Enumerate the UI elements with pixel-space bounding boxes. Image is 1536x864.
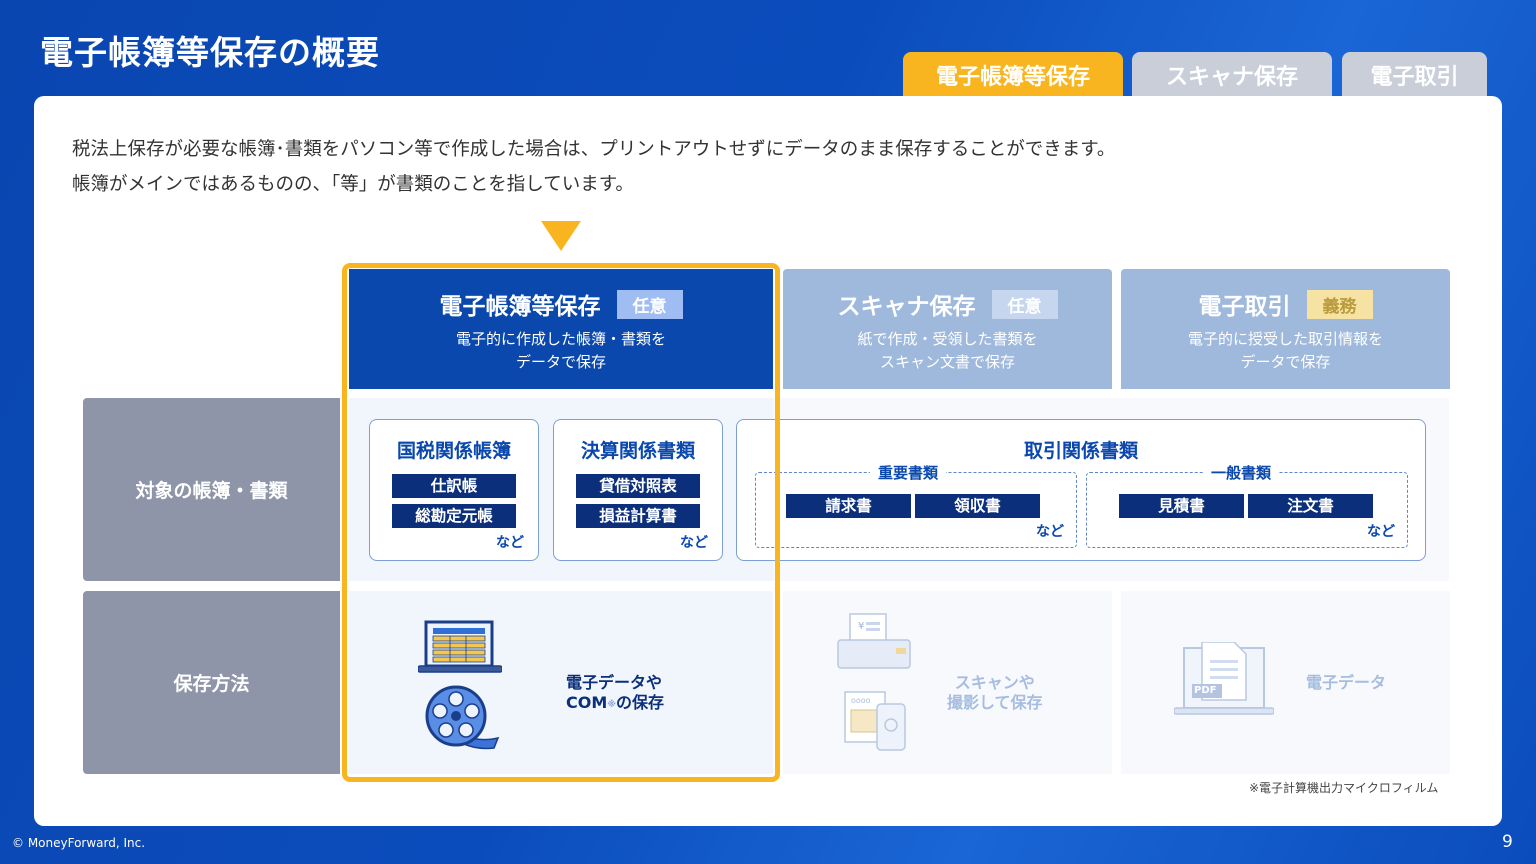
tab-scanner-storage[interactable]: スキャナ保存: [1132, 52, 1332, 98]
column-desc-line-2: データで保存: [1240, 353, 1331, 371]
page-number: 9: [1502, 832, 1513, 852]
row-label-target-documents: 対象の帳簿・書類: [83, 398, 340, 581]
etc-label: など: [680, 535, 708, 551]
footnote-mark: ※: [607, 700, 617, 710]
etc-label: など: [1036, 524, 1064, 540]
doc-group-title: 取引関係書類: [1023, 440, 1138, 462]
doc-pill: 請求書: [786, 494, 911, 518]
general-docs-group: 一般書類 見積書 注文書 など: [1086, 462, 1408, 548]
column-header-electronic-books: 電子帳簿等保存 任意 電子的に作成した帳簿・書類を データで保存: [349, 269, 773, 389]
doc-group-title: 国税関係帳簿: [396, 440, 511, 462]
method-electronic-text: 電子データや COM※の保存: [566, 673, 664, 715]
doc-group-title: 決算関係書類: [580, 440, 695, 462]
doc-group-financial-statements: 決算関係書類 貸借対照表 損益計算書 など: [553, 419, 723, 561]
intro-line-2: 帳簿がメインではあるものの、「等」が書類のことを指しています。: [72, 174, 634, 195]
down-arrow-icon: [541, 221, 581, 251]
svg-text:oooo: oooo: [851, 696, 871, 705]
selected-column-highlight: [342, 263, 780, 782]
page-title: 電子帳簿等保存の概要: [40, 33, 380, 72]
tab-electronic-transaction[interactable]: 電子取引: [1342, 52, 1487, 98]
method-line-1: 電子データや: [566, 673, 663, 692]
doc-pill: 領収書: [915, 494, 1040, 518]
doc-pill: 見積書: [1119, 494, 1244, 518]
pdf-label: PDF: [1194, 685, 1217, 696]
general-docs-label: 一般書類: [1203, 462, 1280, 483]
laptop-pdf-icon: [1174, 642, 1274, 715]
mandatory-badge: 義務: [1306, 289, 1373, 319]
column-title: スキャナ保存: [837, 294, 976, 320]
doc-pill: 仕訳帳: [392, 474, 516, 498]
laptop-spreadsheet-icon: [418, 620, 502, 673]
method-line-1: スキャンや: [954, 673, 1035, 692]
important-docs-group: 重要書類 請求書 領収書 など: [755, 462, 1077, 548]
optional-badge: 任意: [991, 289, 1058, 319]
doc-pill: 損益計算書: [576, 504, 700, 528]
doc-pill: 注文書: [1248, 494, 1373, 518]
column-desc-line-2: データで保存: [515, 353, 606, 371]
method-scanner-text: スキャンや 撮影して保存: [947, 673, 1043, 713]
column-header-scanner: スキャナ保存 任意 紙で作成・受領した書類を スキャン文書で保存: [783, 269, 1112, 389]
doc-pill: 貸借対照表: [576, 474, 700, 498]
cell-method-transaction: [1121, 591, 1450, 774]
etc-label: など: [496, 535, 524, 551]
cell-method-scanner: [783, 591, 1112, 774]
doc-group-tax-books: 国税関係帳簿 仕訳帳 総勘定元帳 など: [369, 419, 539, 561]
column-title: 電子取引: [1198, 294, 1291, 320]
method-line-2: 撮影して保存: [947, 693, 1043, 712]
column-header-transaction: 電子取引 義務 電子的に授受した取引情報を データで保存: [1121, 269, 1450, 389]
tab-electronic-books[interactable]: 電子帳簿等保存: [903, 52, 1123, 98]
intro-text: 税法上保存が必要な帳簿･書類をパソコン等で作成した場合は、プリントアウトせずにデ…: [72, 132, 1115, 202]
column-desc-line-1: 電子的に授受した取引情報を: [1187, 330, 1383, 348]
column-desc-line-1: 紙で作成・受領した書類を: [857, 330, 1038, 348]
cell-method-electronic: [349, 591, 773, 774]
etc-label: など: [1367, 524, 1395, 540]
row-label-storage-method: 保存方法: [83, 591, 340, 774]
microfilm-reel-icon: [425, 685, 500, 750]
doc-pill: 総勘定元帳: [392, 504, 516, 528]
method-line-2: COM※の保存: [566, 693, 664, 715]
column-desc-line-2: スキャン文書で保存: [879, 353, 1015, 371]
footnote: ※電子計算機出力マイクロフィルム: [1249, 781, 1439, 795]
scanner-icon: ¥: [837, 613, 911, 669]
method-transaction-text: 電子データ: [1306, 673, 1387, 692]
camera-photo-icon: oooo: [844, 691, 906, 751]
doc-group-transaction-documents: 取引関係書類 重要書類 請求書 領収書 など 一般書類 見積書 注文書 など: [736, 419, 1426, 561]
svg-text:¥: ¥: [858, 621, 864, 632]
column-title: 電子帳簿等保存: [439, 294, 601, 320]
important-docs-label: 重要書類: [870, 462, 947, 483]
column-desc-line-1: 電子的に作成した帳簿・書類を: [455, 330, 666, 348]
storage-label: の保存: [616, 693, 665, 712]
intro-line-1: 税法上保存が必要な帳簿･書類をパソコン等で作成した場合は、プリントアウトせずにデ…: [72, 139, 1116, 160]
optional-badge: 任意: [616, 289, 683, 319]
com-label: COM: [566, 693, 608, 712]
copyright: © MoneyForward, Inc.: [12, 836, 146, 850]
